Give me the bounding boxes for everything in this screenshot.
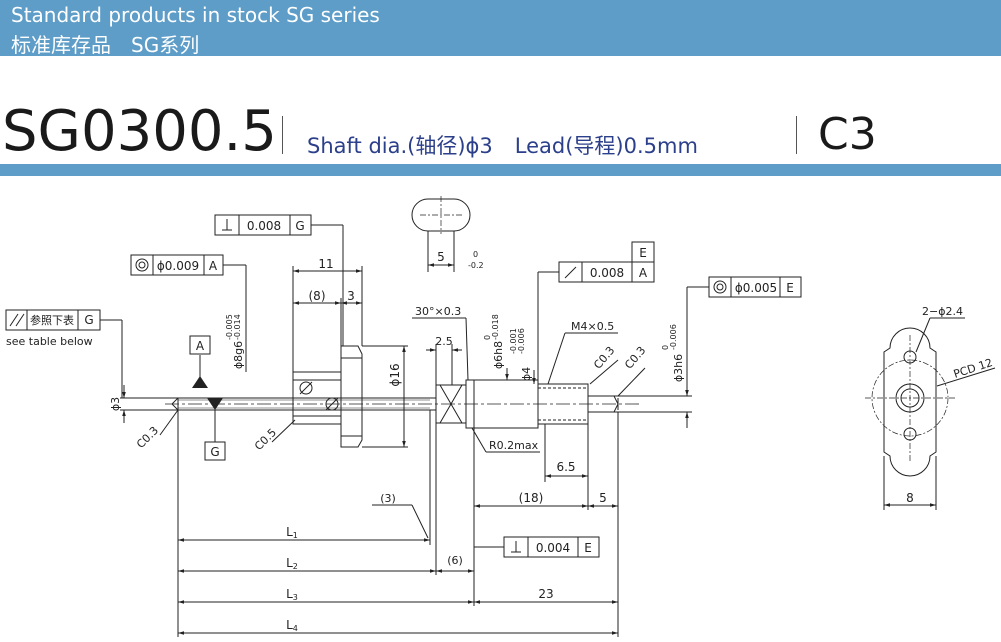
svg-text:-0.006: -0.006	[669, 324, 678, 350]
svg-text:-0.018: -0.018	[491, 314, 500, 340]
svg-text:-0.2: -0.2	[468, 261, 484, 270]
svg-text:ϕ8g6: ϕ8g6	[232, 341, 245, 369]
svg-text:0.004: 0.004	[536, 541, 570, 555]
svg-text:C0.3: C0.3	[622, 344, 648, 372]
svg-text:G: G	[210, 445, 219, 459]
model-number: SG0300.5	[2, 99, 277, 164]
fcf-perpendicularity-bottom	[474, 536, 600, 558]
datum-a-symbol: A	[189, 335, 211, 388]
fcf-runout-a	[537, 241, 655, 380]
fcf-reference-table	[5, 309, 123, 398]
divider-1	[282, 116, 283, 154]
svg-text:参照下表: 参照下表	[30, 313, 74, 327]
fcf-concentricity-e	[686, 276, 802, 396]
title-english: Standard products in stock SG series	[11, 3, 380, 27]
svg-text:G: G	[84, 313, 93, 327]
svg-text:(6): (6)	[447, 554, 463, 567]
svg-text:L3: L3	[286, 587, 298, 602]
svg-text:see table below: see table below	[6, 335, 93, 348]
svg-text:E: E	[639, 246, 647, 260]
svg-text:23: 23	[538, 587, 553, 601]
svg-text:ϕ4: ϕ4	[520, 367, 533, 381]
svg-text:0.008: 0.008	[590, 266, 624, 280]
svg-text:E: E	[786, 281, 794, 295]
svg-text:-0.001: -0.001	[509, 328, 518, 354]
svg-text:E: E	[584, 541, 592, 555]
header-stripe	[0, 164, 1001, 176]
length-dimensions	[177, 410, 618, 637]
svg-text:0: 0	[483, 335, 492, 340]
svg-text:R0.2max: R0.2max	[489, 439, 539, 452]
svg-text:11: 11	[318, 257, 333, 271]
svg-text:5: 5	[599, 491, 607, 505]
nut-end-view	[865, 317, 996, 510]
divider-2	[796, 116, 797, 154]
svg-text:A: A	[209, 259, 218, 273]
svg-text:-0.006: -0.006	[517, 328, 526, 354]
spec-line: Shaft dia.(轴径)ϕ3 Lead(导程)0.5mm	[307, 130, 720, 160]
fcf-perpendicularity-top	[214, 214, 344, 346]
svg-text:ϕ6h8: ϕ6h8	[492, 341, 505, 369]
svg-text:ϕ3: ϕ3	[109, 397, 122, 411]
svg-text:-0.014: -0.014	[233, 314, 242, 340]
svg-text:A: A	[639, 266, 648, 280]
svg-text:-0.005: -0.005	[225, 314, 234, 340]
datum-g-symbol: G	[204, 398, 226, 461]
svg-text:8: 8	[906, 491, 914, 505]
svg-text:A: A	[196, 339, 205, 353]
svg-text:2−ϕ2.4: 2−ϕ2.4	[922, 305, 963, 318]
shaft-diameter: Shaft dia.(轴径)ϕ3	[307, 134, 493, 158]
svg-text:(18): (18)	[519, 491, 544, 505]
svg-text:3: 3	[347, 289, 355, 303]
svg-text:5: 5	[437, 250, 445, 264]
title-chinese: 标准库存品 SG系列	[11, 33, 200, 57]
svg-text:L1: L1	[286, 525, 298, 540]
svg-text:0.008: 0.008	[247, 219, 281, 233]
accuracy-grade: C3	[818, 109, 877, 160]
svg-text:ϕ3h6: ϕ3h6	[672, 354, 685, 382]
svg-text:ϕ16: ϕ16	[388, 363, 402, 386]
svg-text:C0.3: C0.3	[134, 424, 161, 451]
svg-text:30°×0.3: 30°×0.3	[415, 305, 461, 318]
nut-hole-1	[299, 381, 313, 395]
flat-section-view	[411, 196, 471, 272]
svg-text:(3): (3)	[380, 492, 396, 505]
svg-text:0: 0	[661, 345, 670, 350]
svg-text:PCD 12: PCD 12	[952, 356, 994, 381]
svg-text:M4×0.5: M4×0.5	[571, 320, 614, 333]
svg-text:6.5: 6.5	[556, 460, 575, 474]
svg-text:G: G	[295, 219, 304, 233]
svg-text:L2: L2	[286, 556, 298, 571]
lead: Lead(导程)0.5mm	[514, 134, 698, 158]
svg-text:2.5: 2.5	[435, 335, 453, 348]
fcf-concentricity-a	[130, 254, 247, 372]
top-dimensions	[292, 266, 363, 372]
svg-text:ϕ0.005: ϕ0.005	[735, 281, 777, 295]
svg-text:ϕ0.009: ϕ0.009	[157, 259, 199, 273]
nut-flange	[340, 345, 363, 448]
thread-m4	[537, 383, 589, 425]
svg-text:0: 0	[473, 250, 478, 259]
nut-hole-2	[325, 397, 339, 411]
svg-text:C0.3: C0.3	[591, 344, 617, 372]
svg-text:L4: L4	[286, 618, 298, 633]
header-banner: Standard products in stock SG series 标准库…	[0, 0, 1001, 57]
svg-text:(8): (8)	[309, 289, 326, 303]
